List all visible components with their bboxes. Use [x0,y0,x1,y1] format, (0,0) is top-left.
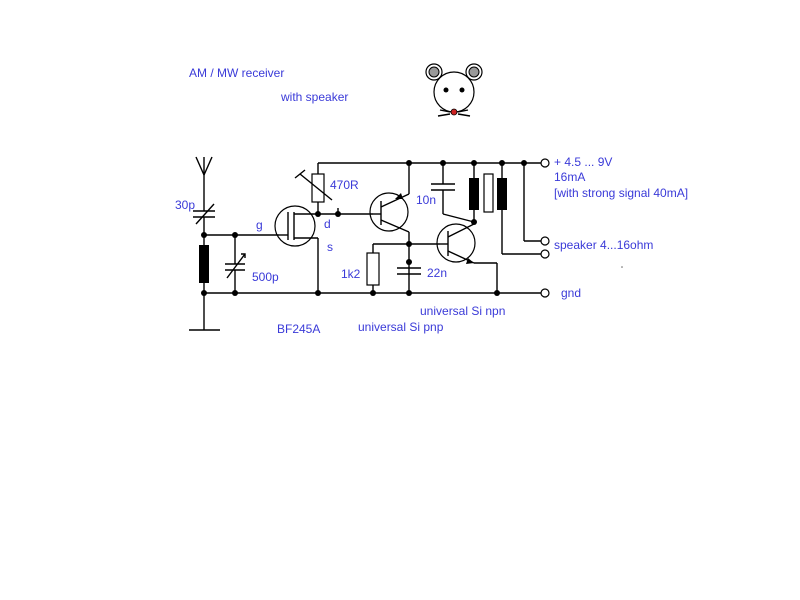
fet-source-label: s [327,240,333,254]
supply-terminal [540,158,550,168]
supply-current: 16mA [554,170,585,184]
title-line1: AM / MW receiver [189,66,284,80]
resistor-1k2 [366,244,380,293]
res-1k2-label: 1k2 [341,267,361,281]
tuning-cap-label: 500p [252,270,279,284]
speaker-choke [469,178,479,210]
speaker-icon [483,163,541,255]
capacitor-22n [397,267,421,275]
pot-label: 470R [330,178,359,192]
fet-type-label: BF245A [277,322,320,336]
fet-transistor [274,202,319,293]
trimmer-label: 30p [175,198,195,212]
speck [621,266,623,268]
supply-voltage: + 4.5 ... 9V [554,155,612,169]
title-line2: with speaker [280,90,348,104]
speaker-label: speaker 4...16ohm [554,238,653,252]
mouse-icon [425,63,483,117]
gnd-terminal [540,288,550,298]
supply-note: [with strong signal 40mA] [554,186,688,200]
trimmer-capacitor [193,200,215,235]
antenna-coil [199,245,209,283]
fet-gate-label: g [256,218,263,232]
speaker-terminal-1 [540,236,550,246]
npn-transistor [436,223,498,293]
cap-10n-label: 10n [416,193,436,207]
antenna-icon [195,156,213,200]
cap-22n-label: 22n [427,266,447,280]
tuning-capacitor [225,235,246,293]
gnd-label: gnd [561,286,581,300]
potentiometer [294,163,333,203]
capacitor-10n [431,163,475,223]
fet-drain-label: d [324,217,331,231]
npn-label: universal Si npn [420,304,505,318]
pnp-label: universal Si pnp [358,320,444,334]
speaker-terminal-2 [540,249,550,259]
